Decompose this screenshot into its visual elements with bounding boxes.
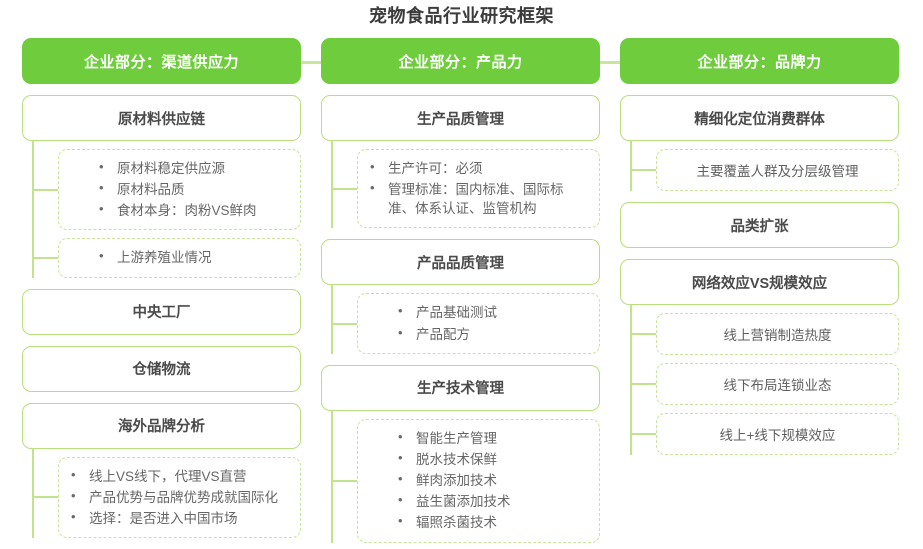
detail-box[interactable]: 产品基础测试产品配方 [357,293,600,354]
child-branch: 产品基础测试产品配方 [357,293,600,354]
column-product-power: 企业部分：产品力生产品质管理生产许可：必须管理标准：国内标准、国际标准、体系认证… [321,38,600,543]
detail-box[interactable]: 主要覆盖人群及分层级管理 [656,149,899,191]
header-connector-1 [301,61,321,64]
bullet-list: 原材料稳定供应源原材料品质食材本身：肉粉VS鲜肉 [69,158,290,220]
node-group: 精细化定位消费群体主要覆盖人群及分层级管理 [620,95,899,191]
bullet-item: 食材本身：肉粉VS鲜肉 [97,200,290,220]
category-node[interactable]: 网络效应VS规模效应 [620,259,899,305]
bullet-item: 管理标准：国内标准、国际标准、体系认证、监管机构 [368,179,589,218]
node-group: 品类扩张 [620,202,899,248]
bullet-list: 产品基础测试产品配方 [368,302,589,344]
child-list: 产品基础测试产品配方 [321,284,600,355]
category-node[interactable]: 精细化定位消费群体 [620,95,899,141]
category-node[interactable]: 产品品质管理 [321,239,600,286]
column-header[interactable]: 企业部分：渠道供应力 [22,38,301,84]
detail-box[interactable]: 线上+线下规模效应 [656,413,899,455]
bullet-list: 生产许可：必须管理标准：国内标准、国际标准、体系认证、监管机构 [368,158,589,218]
bullet-list: 线上VS线下，代理VS直营产品优势与品牌优势成就国际化选择：是否进入中国市场 [69,466,290,528]
bullet-list: 智能生产管理脱水技术保鲜鲜肉添加技术益生菌添加技术辐照杀菌技术 [368,428,589,533]
detail-box[interactable]: 原材料稳定供应源原材料品质食材本身：肉粉VS鲜肉 [58,149,301,231]
detail-box[interactable]: 线上营销制造热度 [656,313,899,355]
child-branch: 线上+线下规模效应 [656,413,899,455]
bullet-item: 线上VS线下，代理VS直营 [69,466,290,486]
child-list: 智能生产管理脱水技术保鲜鲜肉添加技术益生菌添加技术辐照杀菌技术 [321,409,600,543]
category-node[interactable]: 中央工厂 [22,288,301,335]
child-branch: 生产许可：必须管理标准：国内标准、国际标准、体系认证、监管机构 [357,149,600,229]
node-group: 中央工厂 [22,288,301,335]
category-node[interactable]: 生产品质管理 [321,95,600,141]
detail-box[interactable]: 线上VS线下，代理VS直营产品优势与品牌优势成就国际化选择：是否进入中国市场 [58,456,301,539]
node-group: 原材料供应链原材料稳定供应源原材料品质食材本身：肉粉VS鲜肉上游养殖业情况 [22,95,301,278]
detail-box[interactable]: 线下布局连锁业态 [656,363,899,405]
node-group: 产品品质管理产品基础测试产品配方 [321,239,600,355]
child-branch: 原材料稳定供应源原材料品质食材本身：肉粉VS鲜肉 [58,149,301,231]
node-group: 网络效应VS规模效应线上营销制造热度线下布局连锁业态线上+线下规模效应 [620,259,899,455]
bullet-item: 产品基础测试 [396,302,589,322]
column-header[interactable]: 企业部分：品牌力 [620,38,899,84]
node-group: 生产品质管理生产许可：必须管理标准：国内标准、国际标准、体系认证、监管机构 [321,95,600,229]
bullet-item: 脱水技术保鲜 [396,449,589,469]
child-branch: 线下布局连锁业态 [656,363,899,405]
child-list: 生产许可：必须管理标准：国内标准、国际标准、体系认证、监管机构 [321,139,600,229]
detail-box[interactable]: 智能生产管理脱水技术保鲜鲜肉添加技术益生菌添加技术辐照杀菌技术 [357,418,600,543]
child-branch: 上游养殖业情况 [58,238,301,278]
header-connector-2 [600,61,620,64]
column-header[interactable]: 企业部分：产品力 [321,38,600,84]
bullet-item: 原材料稳定供应源 [97,158,290,178]
child-branch: 智能生产管理脱水技术保鲜鲜肉添加技术益生菌添加技术辐照杀菌技术 [357,418,600,543]
detail-box[interactable]: 生产许可：必须管理标准：国内标准、国际标准、体系认证、监管机构 [357,149,600,229]
bullet-list: 上游养殖业情况 [69,247,290,267]
bullet-item: 产品优势与品牌优势成就国际化 [69,487,290,507]
page-title: 宠物食品行业研究框架 [369,6,554,26]
child-list: 线上VS线下，代理VS直营产品优势与品牌优势成就国际化选择：是否进入中国市场 [22,447,301,539]
node-group: 仓储物流 [22,345,301,392]
child-branch: 线上VS线下，代理VS直营产品优势与品牌优势成就国际化选择：是否进入中国市场 [58,456,301,539]
node-group: 生产技术管理智能生产管理脱水技术保鲜鲜肉添加技术益生菌添加技术辐照杀菌技术 [321,364,600,543]
column-brand-power: 企业部分：品牌力精细化定位消费群体主要覆盖人群及分层级管理品类扩张网络效应VS规… [620,38,899,455]
bullet-item: 鲜肉添加技术 [396,470,589,490]
category-node[interactable]: 生产技术管理 [321,364,600,411]
category-node[interactable]: 品类扩张 [620,202,899,248]
bullet-item: 益生菌添加技术 [396,491,589,511]
bullet-item: 生产许可：必须 [368,158,589,178]
category-node[interactable]: 仓储物流 [22,345,301,392]
child-list: 原材料稳定供应源原材料品质食材本身：肉粉VS鲜肉上游养殖业情况 [22,140,301,278]
node-group: 海外品牌分析线上VS线下，代理VS直营产品优势与品牌优势成就国际化选择：是否进入… [22,402,301,539]
child-list: 主要覆盖人群及分层级管理 [620,140,899,191]
bullet-item: 上游养殖业情况 [97,247,290,267]
child-branch: 线上营销制造热度 [656,313,899,355]
bullet-item: 原材料品质 [97,179,290,199]
bullet-item: 辐照杀菌技术 [396,512,589,532]
child-branch: 主要覆盖人群及分层级管理 [656,149,899,191]
detail-box[interactable]: 上游养殖业情况 [58,238,301,278]
child-list: 线上营销制造热度线下布局连锁业态线上+线下规模效应 [620,304,899,455]
bullet-item: 智能生产管理 [396,428,589,448]
bullet-item: 产品配方 [396,324,589,344]
category-node[interactable]: 海外品牌分析 [22,402,301,449]
category-node[interactable]: 原材料供应链 [22,95,301,141]
bullet-item: 选择：是否进入中国市场 [69,508,290,528]
column-channel-supply: 企业部分：渠道供应力原材料供应链原材料稳定供应源原材料品质食材本身：肉粉VS鲜肉… [22,38,301,539]
